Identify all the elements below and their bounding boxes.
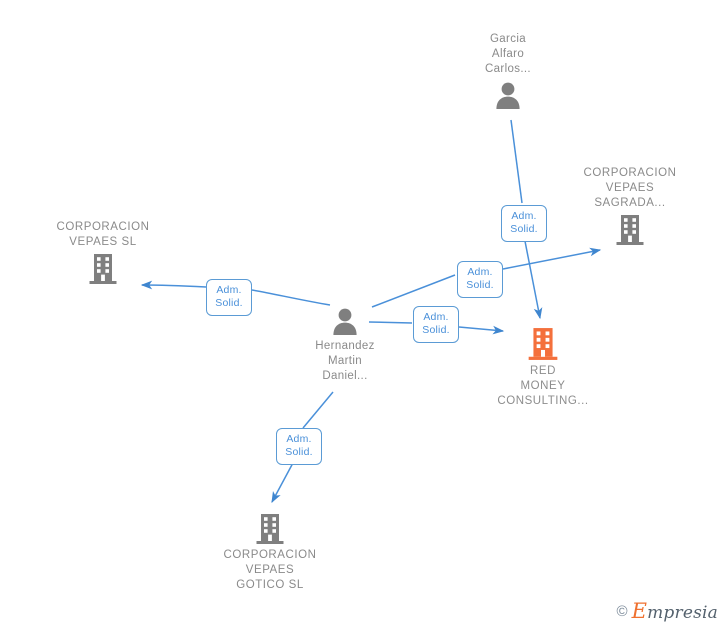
node-corporacion-vepaes-gotico-sl[interactable]: CORPORACION VEPAES GOTICO SL — [195, 513, 345, 593]
edge-line-hernandez-to-vepaes-sl-b — [140, 280, 207, 290]
edge-line-garcia-to-red-money-b — [523, 235, 543, 320]
node-label-hernandez-martin-daniel: Hernandez Martin Daniel... — [315, 340, 375, 382]
edge-label-hernandez-to-sagrada[interactable]: Adm. Solid. — [457, 261, 503, 298]
node-red-money-consulting[interactable]: RED MONEY CONSULTING... — [468, 327, 618, 409]
empresia-logo: Empresia — [632, 601, 718, 622]
edge-label-hernandez-to-red-money[interactable]: Adm. Solid. — [413, 306, 459, 343]
empresia-logo-initial: E — [631, 599, 648, 623]
building-icon — [615, 214, 645, 246]
node-label-corporacion-vepaes-sl: CORPORACION VEPAES SL — [56, 221, 150, 248]
person-icon — [493, 80, 523, 110]
edge-line-hernandez-to-gotico-b — [271, 460, 295, 504]
edge-label-hernandez-to-vepaes-sl[interactable]: Adm. Solid. — [206, 279, 252, 316]
building-icon — [88, 253, 118, 285]
edge-line-hernandez-to-gotico — [302, 391, 334, 429]
copyright-icon: © — [616, 603, 628, 620]
node-label-corporacion-vepaes-sagrada: CORPORACION VEPAES SAGRADA... — [583, 167, 677, 209]
empresia-watermark: © Empresia — [617, 601, 718, 622]
edge-line-hernandez-to-sagrada — [371, 274, 456, 308]
node-hernandez-martin-daniel[interactable]: Hernandez Martin Daniel... — [270, 306, 420, 384]
edge-label-hernandez-to-gotico[interactable]: Adm. Solid. — [276, 428, 322, 465]
building-icon — [255, 513, 285, 545]
node-label-corporacion-vepaes-gotico-sl: CORPORACION VEPAES GOTICO SL — [223, 549, 317, 591]
node-corporacion-vepaes-sl[interactable]: CORPORACION VEPAES SL — [28, 220, 178, 285]
edge-line-hernandez-to-vepaes-sl — [251, 289, 331, 306]
node-label-red-money-consulting: RED MONEY CONSULTING... — [497, 365, 589, 407]
building-icon — [527, 327, 559, 361]
edge-line-hernandez-to-sagrada-b — [502, 247, 602, 270]
node-corporacion-vepaes-sagrada[interactable]: CORPORACION VEPAES SAGRADA... — [555, 166, 705, 246]
empresia-logo-rest: mpresia — [647, 603, 718, 623]
node-garcia-alfaro-carlos[interactable]: Garcia Alfaro Carlos... — [433, 32, 583, 110]
edge-line-garcia-to-red-money — [510, 119, 523, 204]
node-label-garcia-alfaro-carlos: Garcia Alfaro Carlos... — [485, 33, 531, 75]
edge-label-garcia-to-red-money[interactable]: Adm. Solid. — [501, 205, 547, 242]
person-icon — [330, 306, 360, 336]
